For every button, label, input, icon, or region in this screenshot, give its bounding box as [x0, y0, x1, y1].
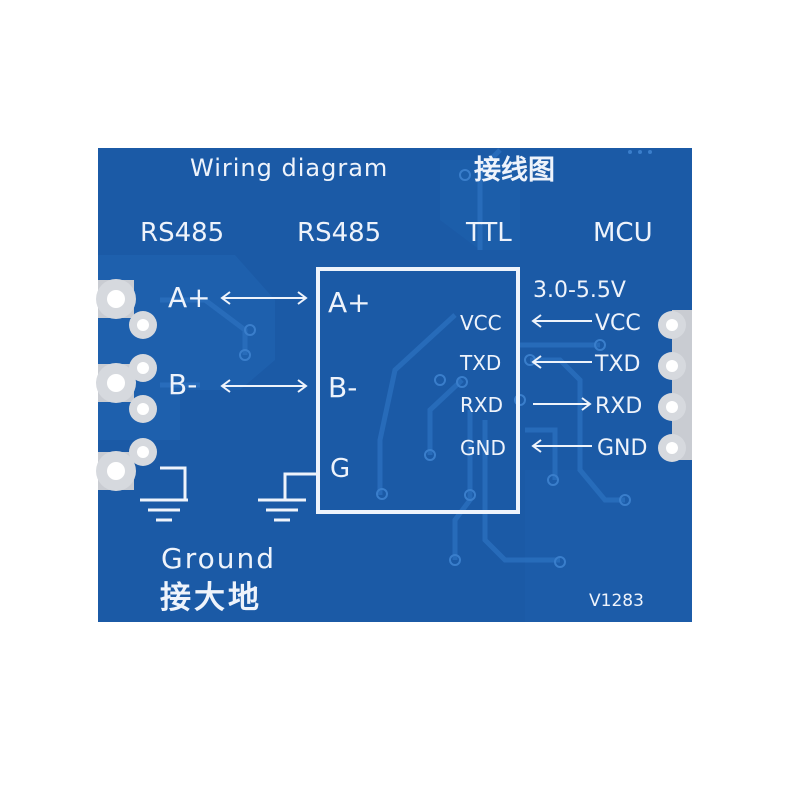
column-rs485-mid: RS485	[297, 218, 381, 248]
pin-gnd-label: GND	[460, 436, 506, 460]
copper-pour	[525, 470, 692, 622]
board-corner-marks	[628, 150, 652, 154]
chip-a-label: A+	[328, 286, 371, 319]
copper-pour	[98, 255, 275, 440]
left-b-label: B-	[168, 368, 197, 401]
arrow-a	[220, 291, 308, 305]
ground-symbol-mid	[258, 472, 316, 522]
column-rs485-left: RS485	[140, 218, 224, 248]
pcb-traces	[160, 148, 625, 563]
chip-b-label: B-	[328, 371, 357, 404]
version-label: V1283	[589, 591, 644, 611]
mcu-vcc-label: VCC	[595, 311, 641, 336]
left-pads	[96, 279, 157, 491]
pin-rxd-label: RXD	[460, 393, 503, 417]
module-box	[316, 267, 520, 514]
column-mcu: MCU	[593, 218, 653, 248]
mcu-txd-label: TXD	[594, 352, 640, 377]
mcu-rxd-label: RXD	[595, 394, 642, 419]
mcu-arrows	[531, 314, 592, 453]
ground-label-cn: 接大地	[160, 580, 262, 616]
right-pads	[658, 310, 692, 462]
voltage-label: 3.0-5.5V	[533, 278, 626, 303]
column-ttl: TTL	[465, 218, 512, 248]
ground-label: Ground	[161, 542, 276, 575]
mcu-gnd-label: GND	[597, 436, 647, 461]
left-a-label: A+	[168, 281, 211, 314]
chip-g-label: G	[330, 454, 350, 484]
diagram-title-cn: 接线图	[474, 155, 555, 186]
diagram-title: Wiring diagram	[190, 154, 388, 182]
pcb-vias	[239, 169, 631, 568]
pin-txd-label: TXD	[459, 351, 501, 375]
ground-symbol-left	[140, 466, 188, 522]
arrow-b	[220, 379, 308, 393]
pin-vcc-label: VCC	[460, 311, 502, 335]
